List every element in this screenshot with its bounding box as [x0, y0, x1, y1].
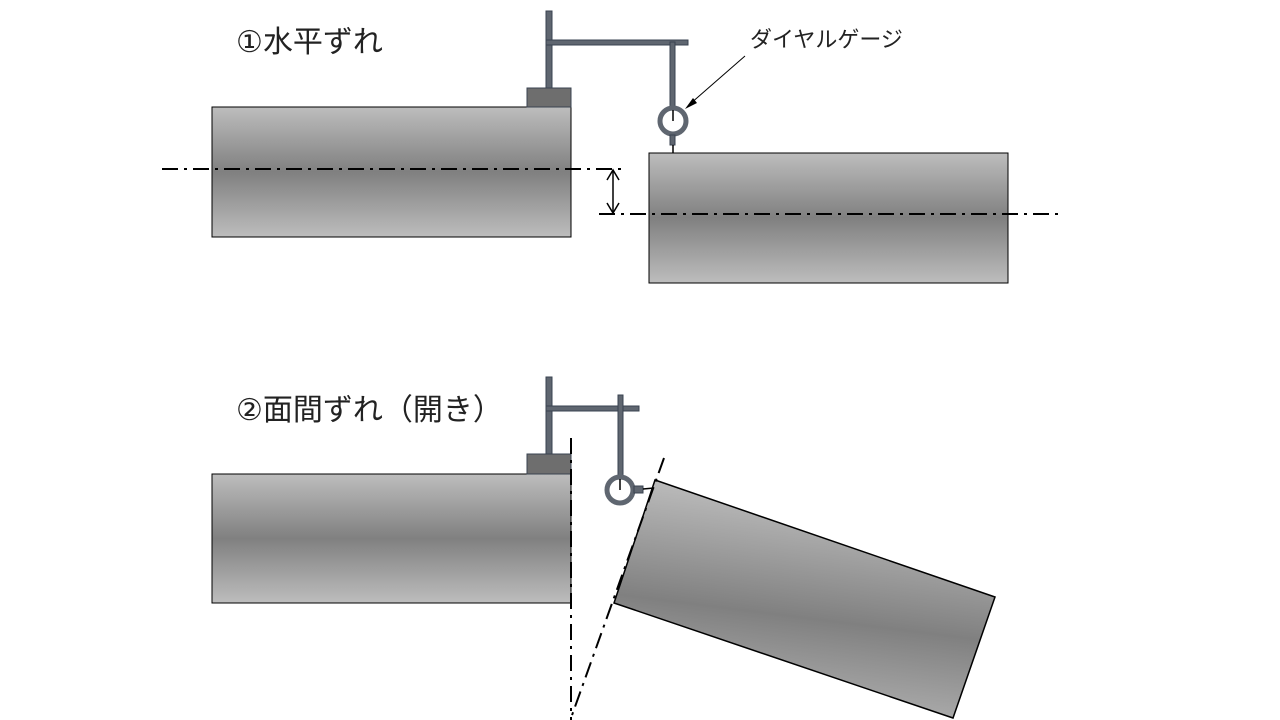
section-title-1: ①水平ずれ [236, 25, 383, 60]
tilted-face-reference-line [570, 457, 665, 719]
gauge-stand-post [545, 376, 553, 455]
gauge-stand-arm [545, 39, 689, 46]
left-shaft [211, 473, 572, 604]
section-angular-misalignment: ②面間ずれ（開き） [211, 376, 996, 720]
section-title-2: ②面間ずれ（開き） [236, 393, 503, 428]
gauge-mount-base [526, 87, 572, 108]
gauge-holder-rod [617, 394, 624, 478]
section-horizontal-misalignment: ①水平ずれ ダイヤルゲージ [162, 10, 1062, 284]
right-shaft [648, 152, 1009, 284]
dial-gauge-label: ダイヤルゲージ [750, 28, 903, 53]
dial-gauge-icon [657, 105, 689, 153]
left-shaft [211, 106, 572, 238]
gauge-stand-post [545, 10, 553, 89]
gauge-mount-base [526, 453, 572, 475]
gauge-stand-arm [545, 405, 640, 412]
gauge-holder-rod [669, 41, 676, 110]
tilted-right-shaft [613, 479, 996, 719]
dial-gauge-icon [604, 474, 655, 506]
offset-dimension-arrow [606, 168, 620, 215]
leader-arrow [685, 55, 746, 109]
